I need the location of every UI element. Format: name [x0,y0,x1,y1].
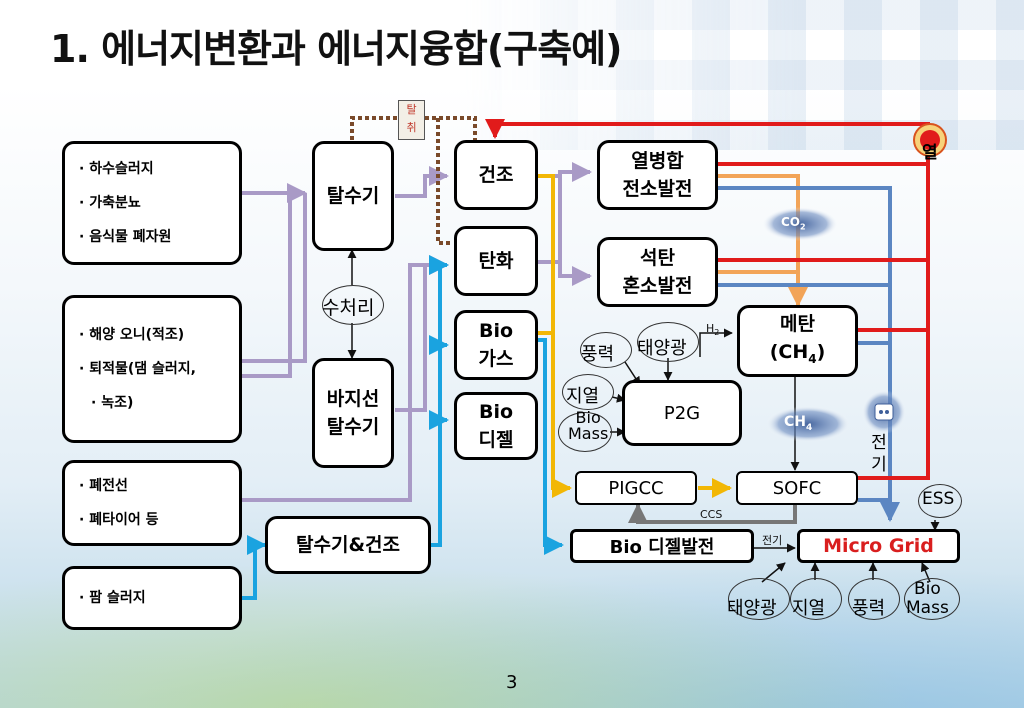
solar-oval [637,322,699,362]
carbonize-box: 탄화 [454,226,538,296]
ch4-text: CH [784,414,806,430]
desorption-line1: 탈 [406,103,417,116]
slide-title: 1. 에너지변환과 에너지융합(구축예) [50,27,623,71]
barge-label-line2: 탈수기 [326,416,380,438]
methane-line1: 메탄 [780,312,815,335]
source-item-text: 녹조) [101,395,134,411]
bottom-geothermal-label: 지열 [792,598,826,619]
biomass-label: Bio Mass [568,410,608,442]
bottom-biomass-oval [904,578,960,620]
source-sludge: 하수슬러지 가축분뇨 음식물 폐자원 [62,141,242,265]
source-marine: 해양 오니(적조) 퇴적물(댐 슬러지, 녹조) [62,295,242,443]
methane-box: 메탄 (CH4) [737,305,858,377]
source-item-cont: 녹조) [79,386,196,420]
biogas-line2: 가스 [478,348,514,370]
page-number: 3 [506,672,518,693]
biodiesel-line2: 디젤 [478,429,514,451]
ch4-sub: 4 [806,422,813,433]
source-item: 팜 슬러지 [79,581,145,615]
source-item: 음식물 폐자원 [79,220,171,254]
source-item: 폐전선 [79,469,158,503]
p2g-box: P2G [622,380,742,446]
pigcc-box: PIGCC [575,471,697,505]
chp-line1: 열병합 [631,150,684,172]
source-palm: 팜 슬러지 [62,566,242,630]
bottom-solar-label: 태양광 [727,598,777,619]
bottom-solar-oval [728,578,790,620]
barge-dehydrator-box: 바지선 탈수기 [312,358,394,468]
biomass-line2: Mass [568,424,609,443]
electricity-small-label: 전기 [762,534,783,547]
ess-oval [918,484,962,518]
bottom-wind-label: 풍력 [852,598,886,619]
source-item: 퇴적물(댐 슬러지, [79,352,196,386]
bio-diesel-gen-box: Bio 디젤발전 [570,529,754,563]
sofc-box: SOFC [736,471,858,505]
h2-label: H2 [706,322,719,337]
coal-cofiring-box: 석탄 혼소발전 [597,237,718,307]
dehydrator-box: 탈수기 [312,141,394,251]
co2-sub: 2 [800,222,806,232]
source-item: 가축분뇨 [79,186,171,220]
biodiesel-line1: Bio [478,401,514,423]
bottom-biomass-label: Bio Mass [906,580,949,618]
biodiesel-box: Bio 디젤 [454,392,538,460]
ess-label: ESS [922,489,955,509]
source-waste: 폐전선 폐타이어 등 [62,460,242,546]
biogas-box: Bio 가스 [454,310,538,380]
biomass-oval [558,412,612,452]
micro-grid-box: Micro Grid [797,529,960,563]
ch4-label: CH4 [784,414,812,433]
coal-line2: 혼소발전 [622,275,693,297]
bottom-geothermal-oval [790,578,842,620]
geothermal-label: 지열 [566,386,600,407]
co2-label: CO2 [781,215,806,231]
bottom-wind-oval [848,578,900,620]
geothermal-oval [562,374,614,410]
chp-plant-box: 열병합 전소발전 [597,140,718,210]
water-treatment-label: 수처리 [322,297,375,319]
desorption-line2: 취 [406,121,417,134]
biomass-line1: Bio [575,408,601,427]
electricity-label: 전기 [871,433,887,475]
biogas-line1: Bio [478,320,514,342]
source-item: 해양 오니(적조) [79,318,196,352]
bottom-biomass-line2: Mass [906,598,949,618]
h2-sub: 2 [714,328,720,338]
desorption-tag: 탈 취 [398,100,425,140]
barge-label-line1: 바지선 [326,388,380,410]
h2-text: H [706,322,715,335]
drying-box: 건조 [454,140,538,210]
wind-label: 풍력 [581,344,615,365]
wind-oval [580,332,632,368]
dehydrate-dry-box: 탈수기&건조 [265,516,431,574]
heat-label: 열 [922,143,938,163]
bottom-biomass-line1: Bio [914,579,941,599]
ccs-label: CCS [700,508,723,521]
chp-line2: 전소발전 [622,178,693,200]
source-item: 폐타이어 등 [79,503,158,537]
methane-line2: (CH4) [770,338,826,373]
source-item: 하수슬러지 [79,152,171,186]
water-treatment-oval [322,285,384,325]
methane-ch: (CH [769,340,809,363]
solar-label: 태양광 [637,338,687,359]
methane-close: ) [816,340,826,363]
methane-sub: 4 [808,351,817,366]
co2-text: CO [781,215,801,229]
coal-line1: 석탄 [640,247,675,269]
